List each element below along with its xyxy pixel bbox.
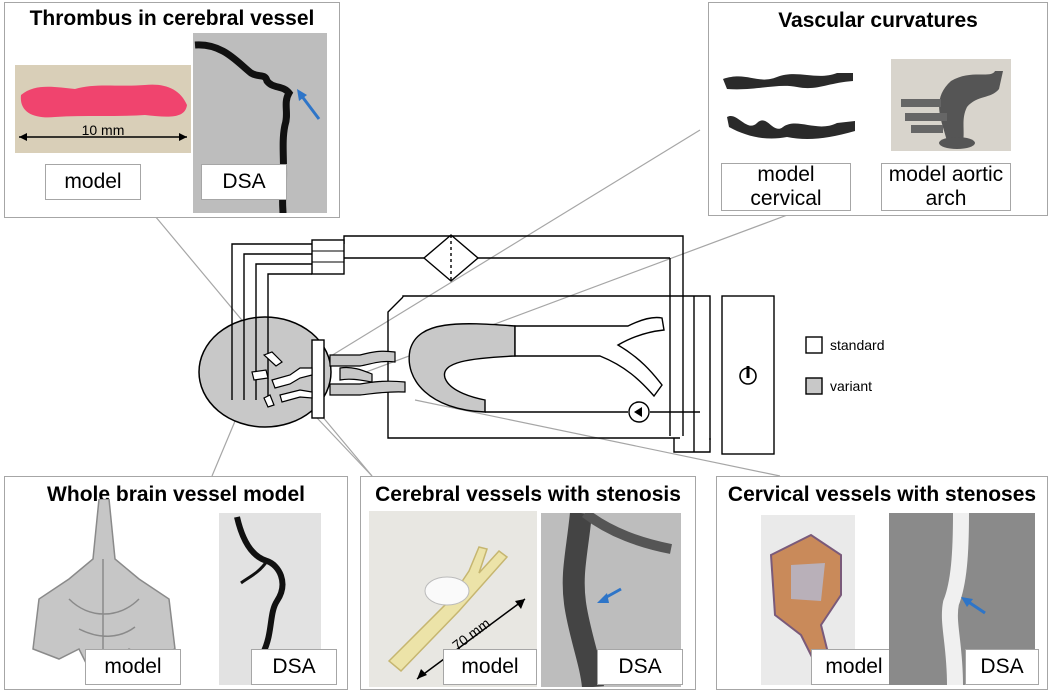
dsa-label: DSA [201, 164, 287, 200]
model-label: model [85, 649, 181, 685]
brain-vessels [251, 351, 313, 408]
carotid-lower [329, 380, 406, 396]
model-label: model [811, 649, 897, 685]
label-aortic: model aortic arch [881, 163, 1011, 211]
panel-title: Whole brain vessel model [47, 483, 305, 506]
scale-label: 70 mm [449, 615, 493, 654]
cervical-curvature-photo [717, 61, 867, 151]
scale-label: 10 mm [81, 122, 125, 138]
leader-whole-brain [211, 413, 239, 477]
panel-cervical: Cervical vessels with stenoses model DSA [716, 476, 1048, 690]
legend-standard-label: standard [830, 337, 885, 353]
legend-standard-swatch [805, 336, 823, 354]
panel-whole-brain: Whole brain vessel model model DSA [4, 476, 348, 690]
model-label: model [443, 649, 537, 685]
panel-stenosis: Cerebral vessels with stenosis 70 mm mod… [360, 476, 696, 690]
circle-of-willis-bar [311, 339, 325, 419]
panel-thrombus: Thrombus in cerebral vessel 10 mm model … [4, 2, 340, 218]
dsa-label: DSA [251, 649, 337, 685]
valve-box [311, 239, 345, 275]
aortic-arch-shape [408, 323, 516, 413]
legend-variant-label: variant [830, 378, 873, 394]
dsa-label: DSA [597, 649, 683, 685]
legend-variant-swatch [805, 377, 823, 395]
label-cervical: model cervical [721, 163, 851, 211]
pump-icon [628, 401, 650, 423]
panel-title: Cerebral vessels with stenosis [375, 483, 681, 506]
iliac-bifurcation [514, 316, 665, 398]
panel-curvatures: Vascular curvatures model cervical model… [708, 2, 1048, 216]
carotid-upper [329, 350, 396, 367]
panel-title: Cervical vessels with stenoses [727, 483, 1037, 506]
leader-cervical-curvature [294, 129, 701, 379]
dsa-label: DSA [965, 649, 1039, 685]
tubing [231, 234, 711, 453]
panel-title: Thrombus in cerebral vessel [29, 7, 315, 30]
power-unit [721, 295, 775, 455]
aortic-arch-photo [891, 59, 1011, 151]
model-label: model [45, 164, 141, 200]
panel-title: Vascular curvatures [778, 9, 978, 32]
thrombus-photo: 10 mm [15, 65, 191, 153]
